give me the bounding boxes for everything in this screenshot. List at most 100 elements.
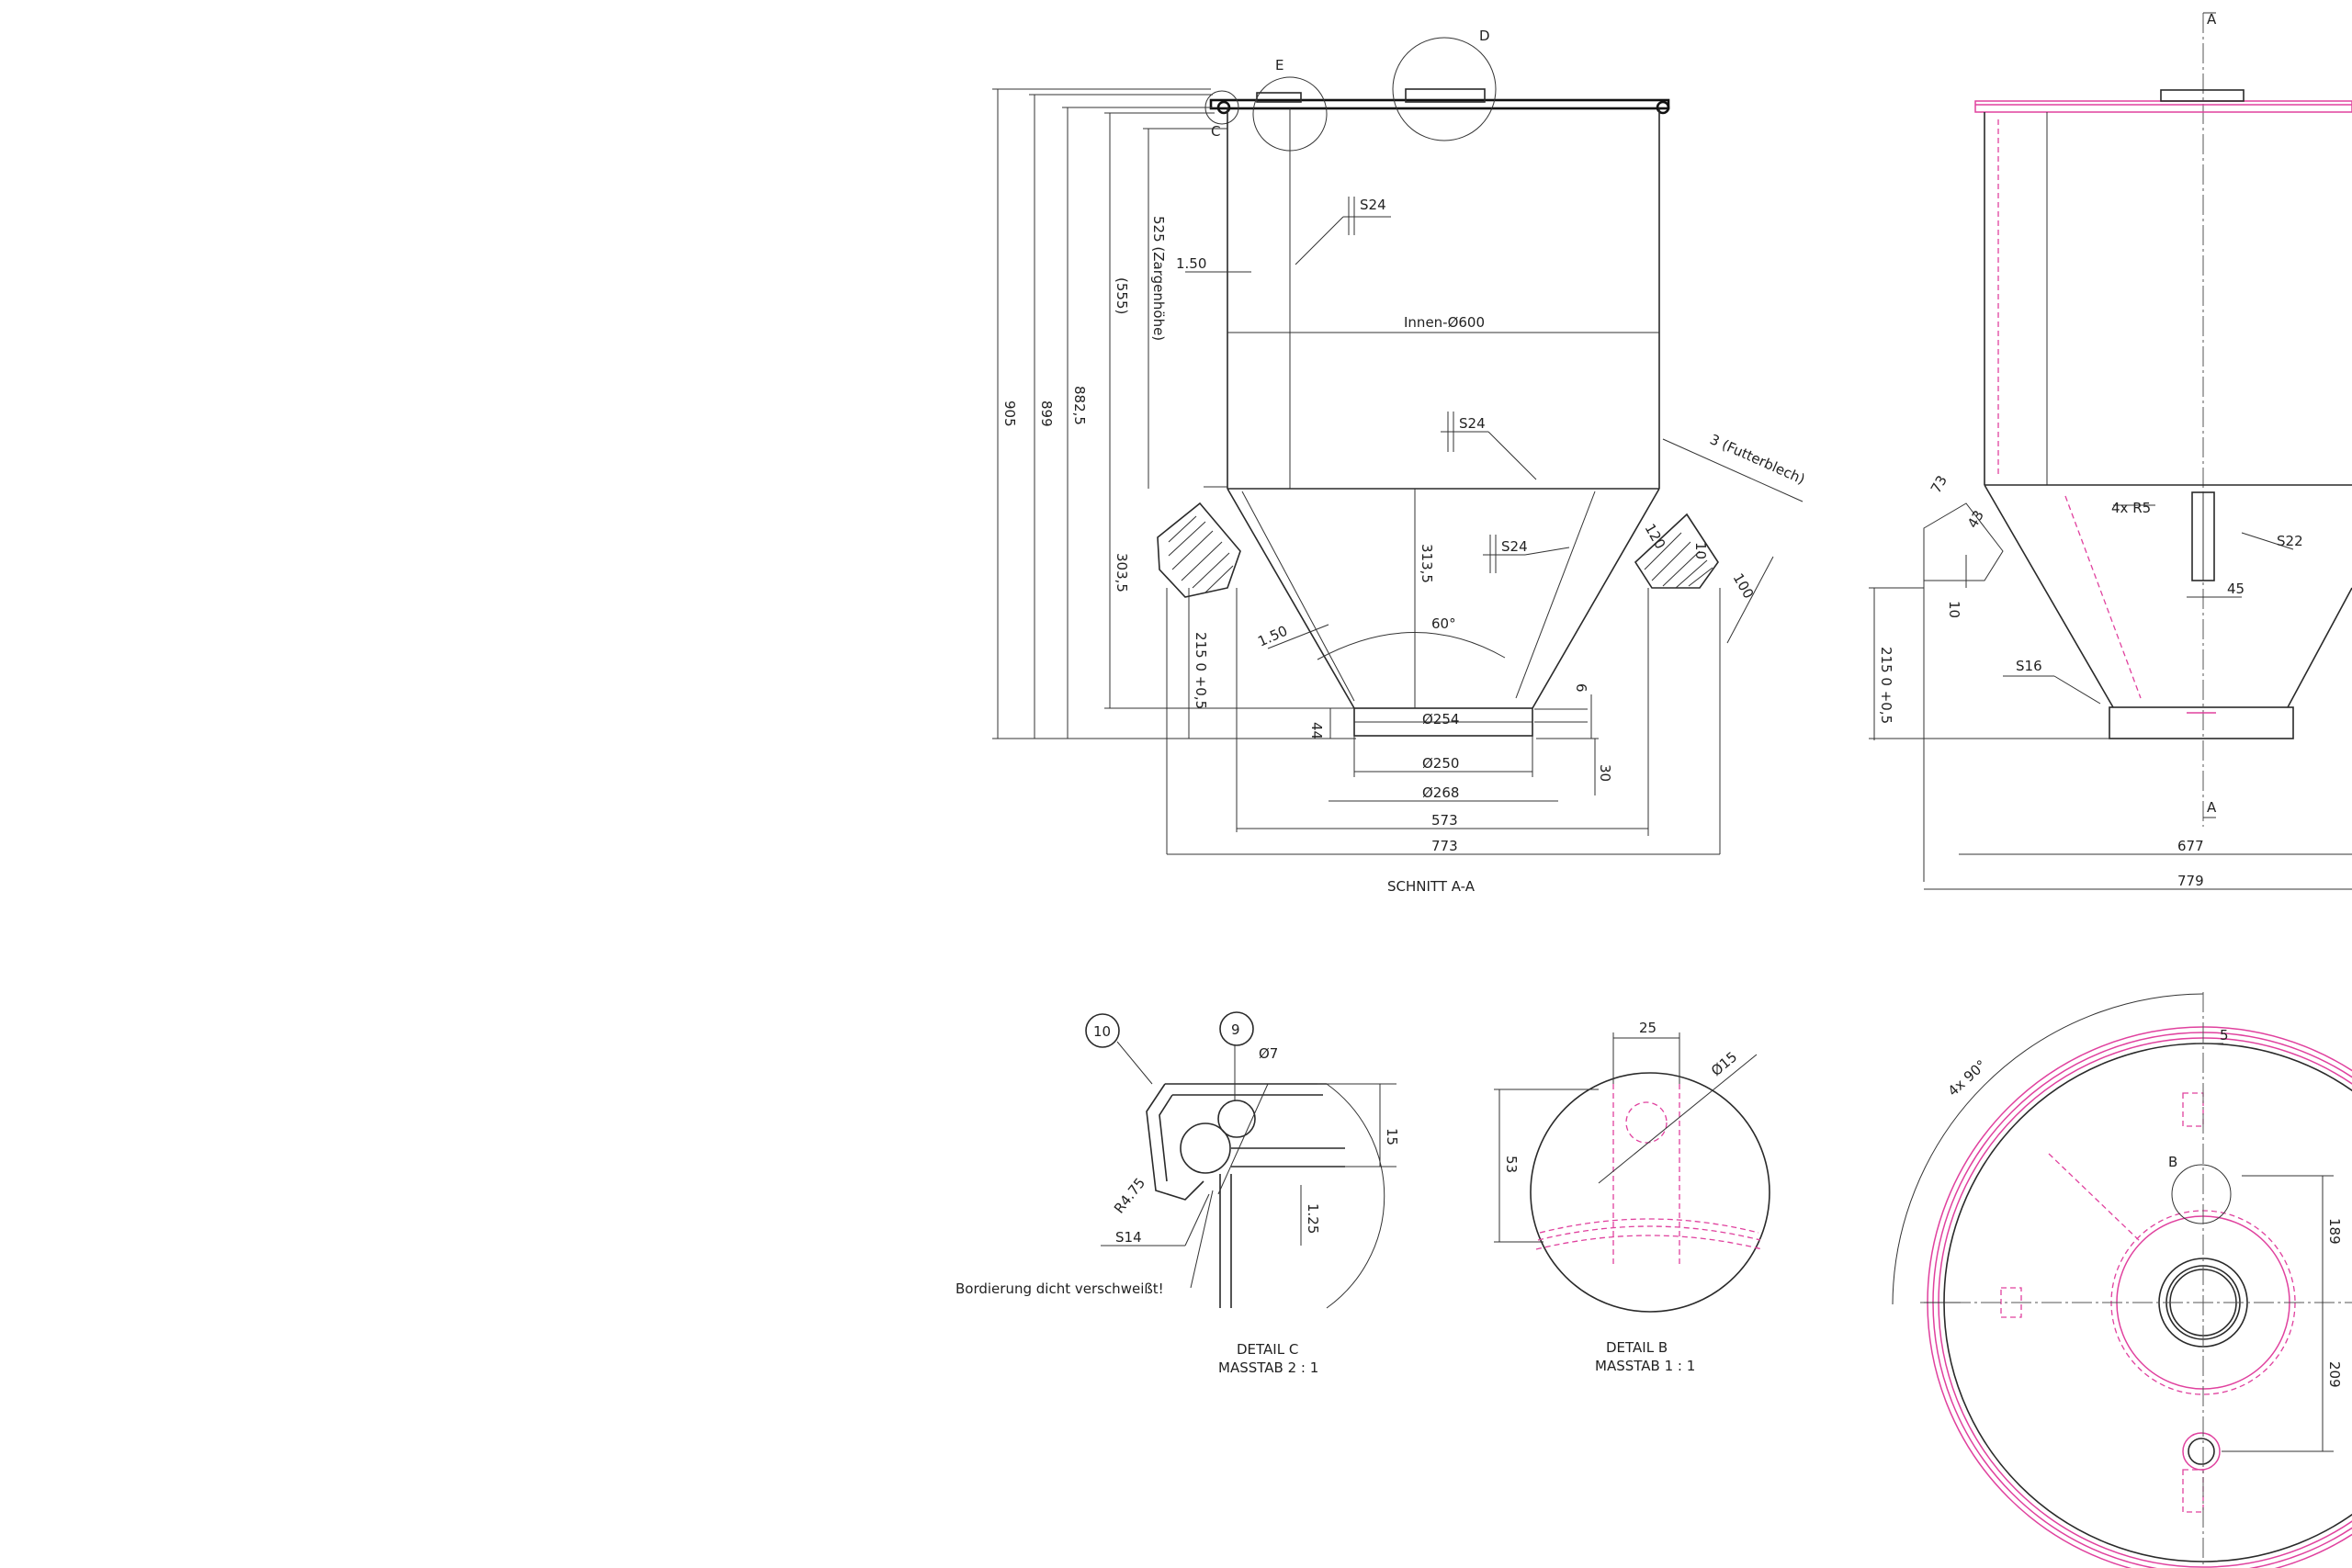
dim-10: 10: [1692, 542, 1709, 559]
dim-6: 6: [1573, 683, 1589, 693]
dim-wall-top: 1.50: [1176, 255, 1206, 272]
section-title: SCHNITT A-A: [1387, 878, 1476, 895]
bottom-dimension-lines: [1167, 588, 1720, 855]
side-dim-73: 73: [1928, 472, 1951, 496]
detail-c-lid-inner: [1159, 1094, 1323, 1182]
top-detail-b-callout: [2171, 1164, 2232, 1224]
detail-b-dia15: Ø15: [1708, 1048, 1740, 1079]
detail-c-wire: [1217, 1100, 1256, 1138]
top-view: 4x 90° B 5 189 209: [1892, 992, 2352, 1568]
section-mark-top: A: [2207, 11, 2217, 28]
dim-773: 773: [1431, 838, 1458, 854]
detail-b-scale: MASSTAB 1 : 1: [1595, 1358, 1695, 1374]
dim-futterblech: 3 (Futterblech): [1707, 431, 1807, 488]
dim-313: 313,5: [1419, 544, 1435, 583]
side-weld-s16: S16: [2016, 658, 2042, 674]
balloon-10: [1085, 1013, 1120, 1048]
side-weld-s16-arrow: [2053, 675, 2101, 705]
detail-c-scale: MASSTAB 2 : 1: [1218, 1359, 1318, 1376]
detail-c-bead: [1180, 1122, 1231, 1174]
detail-c-note-leader: [1190, 1190, 1214, 1289]
detail-b-d25: 25: [1639, 1020, 1657, 1036]
side-dim-677: 677: [2177, 838, 2204, 854]
detail-d-callout: [1392, 37, 1497, 141]
left-bracket: [1157, 502, 1241, 598]
side-dim-10: 10: [1946, 601, 1962, 618]
detail-c-letter: C: [1211, 123, 1220, 140]
detail-c-weld-s14: S14: [1115, 1229, 1142, 1246]
dim-dia268: Ø268: [1422, 784, 1459, 801]
detail-d-letter: D: [1479, 28, 1490, 44]
detail-b-title: DETAIL B: [1606, 1339, 1668, 1356]
side-outlet-flange: [2109, 706, 2294, 739]
dim-line-futterblech: [1662, 438, 1804, 502]
dim-525: 525 (Zargenhöhe): [1150, 216, 1167, 341]
detail-b-boundary: [1530, 1072, 1770, 1313]
dim-215: 215 0 +0,5: [1193, 632, 1209, 709]
top-dim-4x90: 4x 90°: [1945, 1056, 1990, 1100]
top-lug-bottom: [2182, 1469, 2204, 1513]
angle-arc-60: [1317, 632, 1506, 660]
top-small-port-inner: [2188, 1438, 2215, 1465]
dim-573: 573: [1431, 812, 1458, 829]
dim-100: 100: [1730, 570, 1758, 602]
weld-symbols: [1295, 197, 1570, 573]
section-mark-bottom: A: [2207, 799, 2217, 816]
detail-c-dia7-leader: [1217, 1083, 1269, 1195]
detail-b-dia15-leader: [1598, 1054, 1758, 1184]
dim-905: 905: [1001, 400, 1018, 427]
dim-555: (555): [1114, 277, 1130, 314]
detail-b-curve-1: [1537, 1225, 1761, 1241]
side-weld-s22-line: [2241, 532, 2294, 550]
detail-e-letter: E: [1275, 57, 1283, 73]
detail-c-boundary: [1326, 1083, 1385, 1309]
top-diagonal-hidden: [2048, 1153, 2142, 1243]
dim-line-wall-bottom: [1267, 624, 1329, 649]
side-view: A A 73 43 4x R5 S22 45 10: [1869, 11, 2352, 890]
balloon-9: [1219, 1011, 1254, 1046]
balloon-10-leader: [1116, 1041, 1153, 1085]
dim-dia254: Ø254: [1422, 711, 1459, 728]
dim-wall-bottom: 1.50: [1255, 623, 1290, 650]
balloon-9-text: 9: [1231, 1021, 1240, 1038]
detail-b-curve-2: [1535, 1235, 1763, 1250]
left-dimension-lines: [992, 88, 1356, 739]
balloon-10-text: 10: [1093, 1023, 1111, 1040]
side-bracket: [1923, 502, 2004, 581]
lid-fitting-d: [1405, 88, 1486, 103]
side-lid-fitting: [2160, 89, 2245, 102]
top-dim-189: 189: [2326, 1218, 2343, 1245]
detail-c-d125: 1.25: [1305, 1203, 1321, 1234]
dim-30: 30: [1597, 764, 1613, 782]
top-angle-arc: [1892, 993, 2204, 1305]
side-lid-flange: [1974, 100, 2352, 113]
side-cone-hidden: [2064, 495, 2142, 699]
dim-303: 303,5: [1114, 553, 1130, 592]
rim-bead-left: [1216, 100, 1231, 115]
side-cone-right: [2287, 587, 2352, 708]
top-lug-top: [2182, 1092, 2204, 1127]
dim-inner-dia: Innen-Ø600: [1404, 314, 1485, 331]
detail-c-title: DETAIL C: [1237, 1341, 1298, 1358]
dim-44: 44: [1308, 722, 1325, 739]
weld-s24-a: S24: [1360, 197, 1386, 213]
side-dim-45: 45: [2227, 581, 2245, 597]
side-dim-r5: 4x R5: [2111, 500, 2151, 516]
dim-882: 882,5: [1071, 386, 1088, 425]
side-cone-left: [1984, 484, 2114, 708]
rim-bead-right: [1656, 100, 1670, 115]
dim-dia250: Ø250: [1422, 755, 1459, 772]
weld-s24-c: S24: [1501, 538, 1528, 555]
dim-899: 899: [1038, 400, 1055, 427]
detail-b-curve-3: [1539, 1218, 1759, 1234]
side-dim-43: 43: [1964, 507, 1987, 531]
cone-left-wall: [1227, 488, 1355, 709]
dim-angle-60: 60°: [1431, 615, 1456, 632]
side-dim-215: 215 0 +0,5: [1878, 647, 1894, 724]
dim-line-100: [1726, 556, 1774, 644]
top-dim-209: 209: [2326, 1361, 2343, 1388]
detail-b: 25 Ø15 53 DETAIL B MASSTAB 1 : 1: [1494, 1020, 1770, 1374]
detail-c-note: Bordierung dicht verschweißt!: [956, 1280, 1164, 1297]
detail-c-r475: R4.75: [1111, 1175, 1148, 1217]
section-view: C E D: [992, 28, 1807, 895]
